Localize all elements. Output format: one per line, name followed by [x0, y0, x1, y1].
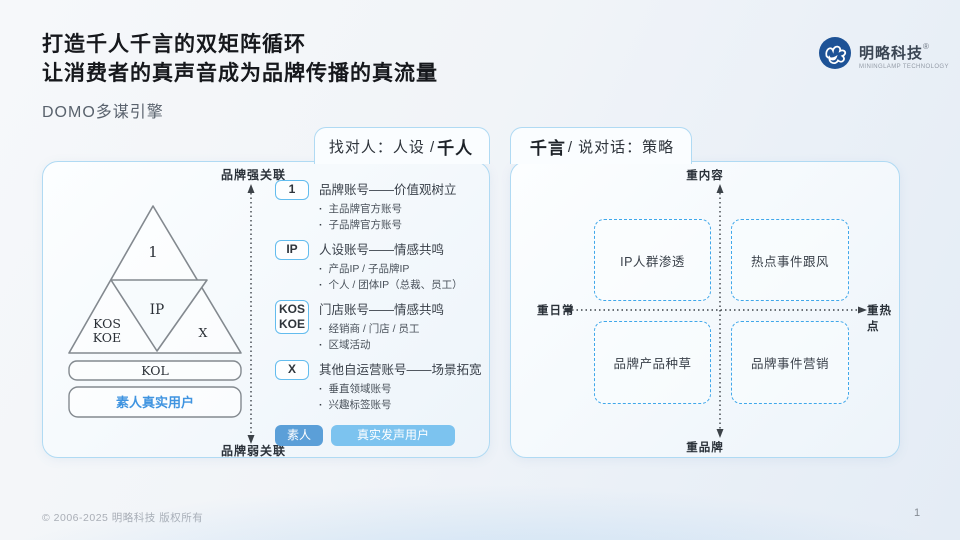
bullet: 个人 / 团体IP（总裁、员工） — [319, 278, 487, 294]
quadrant-hot-event-follow: 热点事件跟风 — [731, 219, 849, 301]
bullet: 区域活动 — [319, 338, 487, 354]
account-title: 人设账号——情感共鸣 — [319, 243, 445, 257]
account-item-store: KOS KOE 门店账号——情感共鸣 经销商 / 门店 / 员工 区域活动 — [275, 300, 487, 353]
axis-content-label: 重内容 — [686, 170, 724, 182]
account-title: 品牌账号——价值观树立 — [319, 183, 457, 197]
slide-title-line2: 让消费者的真声音成为品牌传播的真流量 — [42, 62, 438, 85]
real-user-bar — [68, 386, 242, 418]
left-tab-prefix: 找对人：人设 / — [328, 138, 436, 156]
minglamp-logo-icon — [818, 36, 852, 75]
bullet: 兴趣标签账号 — [319, 398, 487, 414]
user-pill-row: 素人 真实发声用户 — [275, 425, 487, 446]
bullet: 子品牌官方账号 — [319, 218, 487, 234]
badge-ip: IP — [275, 240, 309, 260]
account-item-brand: 1 品牌账号——价值观树立 主品牌官方账号 子品牌官方账号 — [275, 180, 487, 233]
pyramid-koe-label: KOE — [93, 330, 121, 345]
pyramid-x-label: X — [199, 325, 208, 340]
real-user-label: 素人真实用户 — [116, 395, 194, 410]
pyramid-inner-triangle — [110, 279, 208, 352]
copyright-text: © 2006-2025 明略科技 版权所有 — [42, 512, 204, 524]
left-tab-highlight: 千人 — [437, 138, 474, 158]
right-tab-highlight: 千言 — [529, 138, 566, 158]
company-logo: 明略科技® MININGLAMP TECHNOLOGY — [818, 36, 949, 75]
brand-weak-relation-label: 品牌弱关联 — [221, 444, 287, 458]
right-panel-tab: 千言 / 说对话：策略 — [510, 127, 692, 164]
amateur-pill: 素人 — [275, 425, 324, 446]
badge-kos-koe: KOS KOE — [275, 300, 309, 334]
kol-bar — [68, 360, 242, 381]
account-title: 门店账号——情感共鸣 — [319, 303, 445, 317]
real-voice-user-pill: 真实发声用户 — [331, 425, 456, 446]
quadrant-brand-event-marketing: 品牌事件营销 — [731, 321, 849, 404]
quadrant-ip-penetration: IP人群渗透 — [594, 219, 711, 301]
quadrant-product-seeding: 品牌产品种草 — [594, 321, 711, 404]
bullet: 经销商 / 门店 / 员工 — [319, 322, 487, 338]
page-number: 1 — [914, 507, 921, 519]
kol-label: KOL — [141, 363, 169, 378]
axis-brand-label: 重品牌 — [686, 442, 724, 454]
right-tab-suffix: / 说对话：策略 — [567, 138, 675, 156]
slide-title-line1: 打造千人千言的双矩阵循环 — [42, 33, 306, 56]
account-pyramid-diagram: 1 IP KOS KOE X KOL 素人真实用户 — [68, 205, 242, 418]
account-item-persona: IP 人设账号——情感共鸣 产品IP / 子品牌IP 个人 / 团体IP（总裁、… — [275, 240, 487, 293]
registered-mark: ® — [923, 41, 930, 51]
bullet: 垂直领域账号 — [319, 382, 487, 398]
pyramid-tier1-label: 1 — [148, 243, 158, 261]
left-panel: 品牌强关联 品牌弱关联 1 IP KOS KOE X KOL 素人真实用户 1 … — [42, 161, 490, 458]
brand-relation-axis-arrow — [247, 184, 255, 444]
account-bullets: 主品牌官方账号 子品牌官方账号 — [319, 202, 487, 233]
slide-subtitle: DOMO多谋引擎 — [42, 104, 164, 121]
logo-brand-subtext: MININGLAMP TECHNOLOGY — [859, 63, 949, 70]
badge-1: 1 — [275, 180, 309, 200]
bullet: 主品牌官方账号 — [319, 202, 487, 218]
account-bullets: 垂直领域账号 兴趣标签账号 — [319, 382, 487, 413]
account-bullets: 产品IP / 子品牌IP 个人 / 团体IP（总裁、员工） — [319, 262, 487, 293]
logo-brand-name: 明略科技® — [859, 41, 930, 62]
brand-strong-relation-label: 品牌强关联 — [221, 168, 287, 182]
badge-x: X — [275, 360, 309, 380]
strategy-matrix-axes — [563, 184, 867, 438]
pyramid-ip-label: IP — [150, 302, 164, 318]
account-bullets: 经销商 / 门店 / 员工 区域活动 — [319, 322, 487, 353]
account-type-list: 1 品牌账号——价值观树立 主品牌官方账号 子品牌官方账号 IP 人设账号——情… — [275, 180, 487, 446]
left-panel-tab: 找对人：人设 / 千人 — [314, 127, 490, 164]
bullet: 产品IP / 子品牌IP — [319, 262, 487, 278]
pyramid-kos-label: KOS — [93, 316, 121, 331]
account-item-other: X 其他自运营账号——场景拓宽 垂直领域账号 兴趣标签账号 — [275, 360, 487, 413]
axis-daily-label: 重日常 — [537, 305, 575, 317]
right-panel: 重内容 重品牌 重日常 重热点 IP人群渗透 热点事件跟风 品牌产品种草 品牌事… — [510, 161, 900, 458]
axis-hotspot-label: 重热点 — [867, 305, 892, 333]
account-title: 其他自运营账号——场景拓宽 — [319, 363, 482, 377]
